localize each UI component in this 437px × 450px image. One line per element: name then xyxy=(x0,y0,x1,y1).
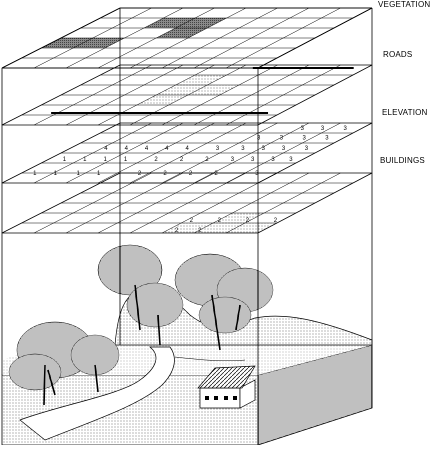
elevation-value: 3 xyxy=(216,146,220,152)
elevation-value: 3 xyxy=(325,135,329,141)
elevation-value: 3 xyxy=(255,171,259,177)
layer-plane-buildings xyxy=(2,173,372,233)
elevation-value: 1 xyxy=(83,157,87,163)
layer-label-buildings: BUILDINGS xyxy=(380,156,425,165)
elevation-value: 2 xyxy=(163,171,167,177)
elevation-value: 3 xyxy=(302,135,306,141)
layer-cell xyxy=(156,28,207,38)
layer-cell xyxy=(176,75,227,85)
elevation-value: 4 xyxy=(104,146,108,152)
elevation-value: 4 xyxy=(185,146,189,152)
elevation-value: 3 xyxy=(251,157,255,163)
layer-cell xyxy=(137,95,188,105)
elevation-value: 3 xyxy=(282,146,286,152)
elevation-value: 1 xyxy=(54,171,58,177)
elevation-value: 4 xyxy=(165,146,169,152)
elevation-value: 4 xyxy=(145,146,149,152)
elevation-value: 2 xyxy=(180,157,184,163)
elevation-value: 3 xyxy=(305,146,309,152)
elevation-value: 2 xyxy=(138,171,142,177)
elevation-value: 3 xyxy=(321,126,325,132)
elevation-value: 1 xyxy=(97,171,101,177)
elevation-value: 2 xyxy=(189,171,193,177)
layer-plane-roads xyxy=(2,65,372,125)
elevation-value: 3 xyxy=(301,126,305,132)
layer-plane-vegetation xyxy=(2,8,372,68)
elevation-value: 1 xyxy=(63,157,67,163)
elevation-value: 2 xyxy=(214,171,218,177)
elevation-value: 3 xyxy=(344,126,348,132)
elevation-value: 3 xyxy=(271,157,275,163)
terrain-block xyxy=(2,245,372,445)
layer-label-elevation: ELEVATION xyxy=(382,108,428,117)
elevation-value: 2 xyxy=(205,157,209,163)
layer-label-vegetation: VEGETATION xyxy=(378,0,430,9)
layer-plane-elevation xyxy=(2,123,372,183)
elevation-value: 1 xyxy=(33,171,37,177)
elevation-value: 3 xyxy=(262,146,266,152)
elevation-value: 3 xyxy=(257,135,261,141)
elevation-value: 3 xyxy=(289,157,293,163)
layer-label-roads: ROADS xyxy=(383,50,412,59)
elevation-value: 1 xyxy=(124,157,128,163)
elevation-value: 3 xyxy=(241,146,245,152)
elevation-value: 2 xyxy=(154,157,158,163)
